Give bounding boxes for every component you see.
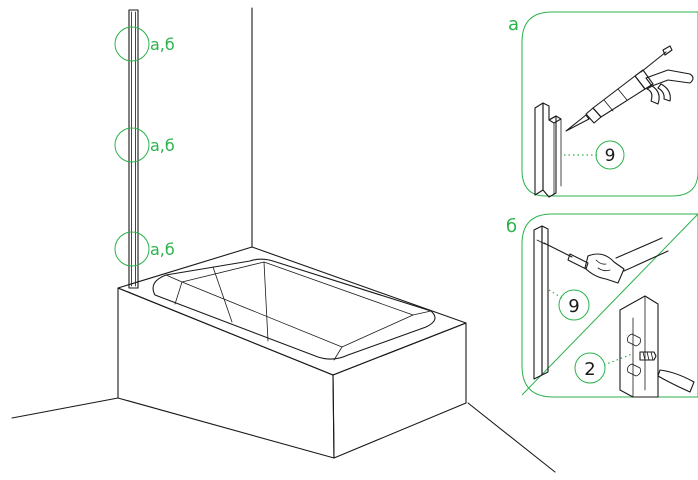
caulking-gun-icon [565,45,694,132]
glass-screen-profile [128,9,139,289]
part-number-9-a: 9 [605,146,616,166]
callout-label-bottom: а,б [150,240,175,259]
part-number-9-b: 9 [568,296,579,317]
callout-label-middle: а,б [150,136,175,155]
panel-b-letter: б [506,216,517,237]
profile-icon-b [533,225,549,380]
room-walls [11,7,556,473]
screwdriver-tip-icon [657,369,695,393]
callout-label-top: а,б [150,35,175,54]
part-number-2: 2 [584,359,595,380]
profile-icon [534,102,562,198]
bathtub [117,246,467,459]
callout-marker-top: а,б [114,26,175,62]
callout-marker-bottom: а,б [114,231,175,267]
screw-icon [639,351,657,361]
detail-panel-a: а 9 [508,11,698,198]
callout-marker-middle: а,б [114,127,175,163]
detail-panel-b: б 9 [506,213,698,398]
panel-a-letter: а [508,14,519,35]
screwdriver-hand-icon [543,237,669,284]
profile-closeup-icon [619,295,659,398]
